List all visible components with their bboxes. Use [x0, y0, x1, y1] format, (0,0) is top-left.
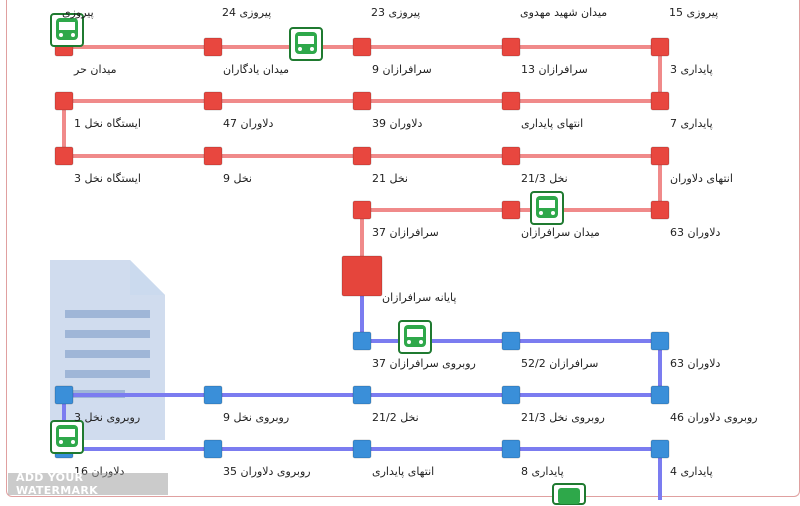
red-stop[interactable] — [501, 37, 521, 57]
station-label: انتهای پایداری — [372, 465, 435, 478]
station-label: پایداری 7 — [670, 117, 713, 130]
blue-stop[interactable] — [54, 385, 74, 405]
bus-icon[interactable] — [289, 27, 323, 61]
terminal-stop[interactable] — [341, 255, 383, 297]
station-label: دلاوران 63 — [670, 226, 721, 239]
red-stop[interactable] — [650, 37, 670, 57]
station-label: روبروی سرافرازان 37 — [372, 357, 476, 370]
station-label: میدان یادگاران — [223, 63, 289, 76]
station-label: دلاوران 47 — [223, 117, 274, 130]
blue-stop[interactable] — [650, 439, 670, 459]
bus-icon[interactable] — [530, 191, 564, 225]
station-label: روبروی نخل 9 — [223, 411, 290, 424]
station-label: روبروی دلاوران 35 — [223, 465, 311, 478]
station-label-top: میدان شهید مهدوی — [520, 6, 608, 19]
red-stop[interactable] — [203, 146, 223, 166]
blue-stop[interactable] — [650, 331, 670, 351]
red-stop[interactable] — [352, 146, 372, 166]
red-stop[interactable] — [54, 146, 74, 166]
station-label: نخل 21/3 — [521, 172, 568, 185]
red-stop[interactable] — [203, 37, 223, 57]
station-label: انتهای دلاوران — [670, 172, 733, 185]
station-label: نخل 9 — [223, 172, 252, 185]
red-stop[interactable] — [501, 146, 521, 166]
station-label: پایداری 4 — [670, 465, 713, 478]
blue-stop[interactable] — [501, 331, 521, 351]
station-label-top: پیروزی 23 — [371, 6, 421, 19]
red-stop[interactable] — [54, 91, 74, 111]
blue-stop[interactable] — [650, 385, 670, 405]
blue-stop[interactable] — [203, 385, 223, 405]
blue-stop[interactable] — [352, 439, 372, 459]
station-label: پایداری 3 — [670, 63, 713, 76]
blue-stop[interactable] — [203, 439, 223, 459]
bus-icon[interactable] — [398, 320, 432, 354]
station-label: روبروی دلاوران 46 — [670, 411, 758, 424]
station-label: سرافرازان 37 — [372, 226, 439, 239]
station-label: ایستگاه نخل 3 — [74, 172, 141, 185]
red-stop[interactable] — [352, 37, 372, 57]
station-label: روبروی نخل 21/3 — [521, 411, 605, 424]
terminal-label: پایانه سرافرازان — [382, 291, 457, 304]
bus-icon[interactable] — [50, 420, 84, 454]
station-label: پایداری 8 — [521, 465, 564, 478]
station-label: سرافرازان 13 — [521, 63, 588, 76]
station-label: دلاوران 63 — [670, 357, 721, 370]
blue-stop[interactable] — [501, 385, 521, 405]
blue-stop[interactable] — [501, 439, 521, 459]
station-label-top: پیروزی 24 — [222, 6, 272, 19]
station-label: انتهای پایداری — [521, 117, 584, 130]
red-stop[interactable] — [501, 200, 521, 220]
red-stop[interactable] — [650, 91, 670, 111]
station-label: نخل 21 — [372, 172, 408, 185]
blue-stop[interactable] — [352, 331, 372, 351]
station-label: سرافرازان 9 — [372, 63, 432, 76]
station-label: ایستگاه نخل 1 — [74, 117, 141, 130]
bus-icon[interactable] — [50, 13, 84, 47]
bus-icon-body — [558, 488, 580, 504]
station-label: دلاوران 39 — [372, 117, 423, 130]
watermark-label: ADD YOUR WATERMARK — [8, 471, 168, 497]
red-stop[interactable] — [203, 91, 223, 111]
red-stop[interactable] — [352, 91, 372, 111]
red-stop[interactable] — [501, 91, 521, 111]
station-label: میدان سرافرازان — [521, 226, 600, 239]
red-stop[interactable] — [352, 200, 372, 220]
station-label: نخل 21/2 — [372, 411, 419, 424]
station-label: روبروی نخل 3 — [74, 411, 141, 424]
station-label-top: پیروزی 15 — [669, 6, 719, 19]
red-stop[interactable] — [650, 200, 670, 220]
station-label: میدان حر — [74, 63, 117, 76]
station-label-top: پیروزی — [62, 6, 94, 19]
station-label: سرافرازان 52/2 — [521, 357, 599, 370]
blue-stop[interactable] — [352, 385, 372, 405]
red-stop[interactable] — [650, 146, 670, 166]
